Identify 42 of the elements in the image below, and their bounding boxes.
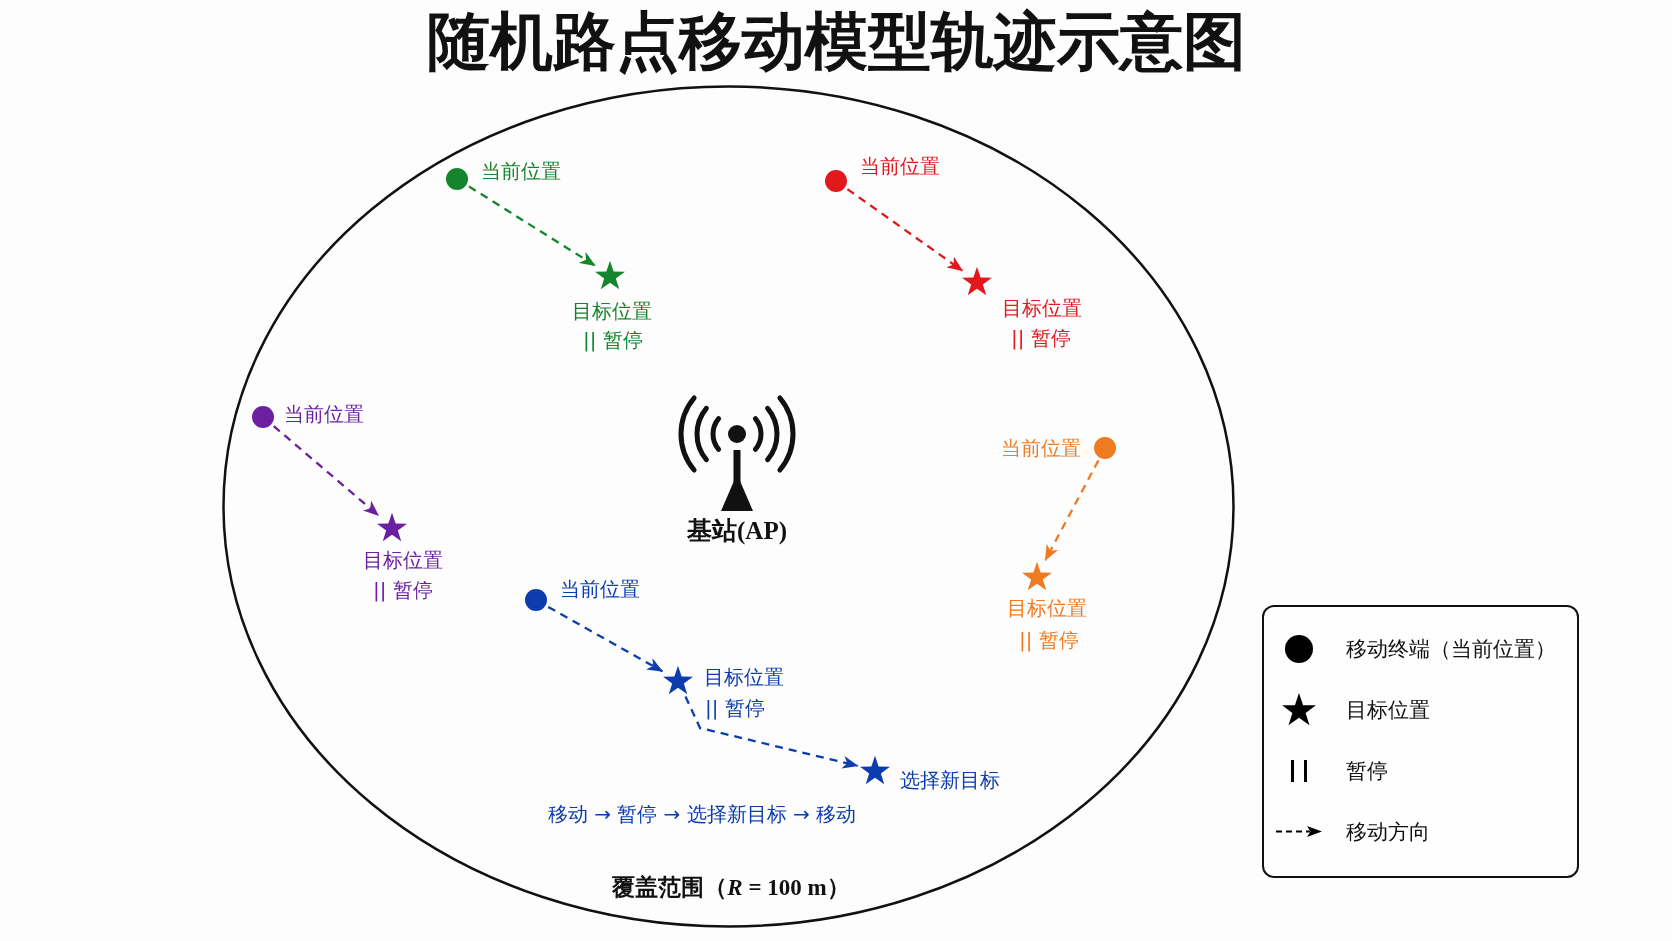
target-star (595, 260, 625, 290)
dashed-arrow (272, 425, 380, 517)
target-star (663, 665, 693, 695)
position-label: 当前位置 (284, 402, 364, 426)
pause-label: || 暂停 (1019, 628, 1079, 652)
position-label: 当前位置 (860, 154, 940, 178)
diagram-title: 随机路点移动模型轨迹示意图 (426, 6, 1246, 78)
target-star (1022, 561, 1052, 591)
dashed-arrow (468, 185, 596, 267)
target-label: 目标位置 (1002, 296, 1082, 320)
coverage-ellipse (222, 85, 1235, 928)
legend-label: 移动方向 (1346, 818, 1430, 845)
position-dot (1094, 437, 1116, 459)
legend-label: 移动终端（当前位置） (1346, 635, 1556, 662)
position-dot (252, 406, 274, 428)
position-label: 当前位置 (481, 159, 561, 183)
legend-label: 目标位置 (1346, 696, 1430, 723)
pause-label: || 暂停 (373, 578, 433, 602)
pause-label: || 暂停 (583, 328, 643, 352)
position-label: 当前位置 (560, 577, 640, 601)
position-dot (446, 168, 468, 190)
dashed-arrow (547, 605, 664, 673)
target-label: 目标位置 (1007, 596, 1087, 620)
target-star (377, 512, 407, 542)
coverage-caption: 覆盖范围（R = 100 m） (612, 874, 850, 902)
position-label: 当前位置 (1001, 436, 1081, 460)
base-station-label: 基站(AP) (687, 516, 787, 546)
legend-label: 暂停 (1346, 757, 1388, 784)
target-label: 目标位置 (704, 665, 784, 689)
pause-label: || 暂停 (705, 696, 765, 720)
pause-label: || 暂停 (1011, 326, 1071, 350)
dashed-arrow (1044, 459, 1100, 561)
target-label: 目标位置 (572, 299, 652, 323)
cycle-note: 移动 → 暂停 → 选择新目标 → 移动 (547, 802, 857, 826)
dashed-arrow (846, 188, 964, 272)
position-dot (825, 170, 847, 192)
dashed-arrow (684, 695, 859, 769)
target-star (860, 755, 890, 785)
new-target-label: 选择新目标 (900, 768, 1000, 792)
target-label: 目标位置 (363, 548, 443, 572)
position-dot (525, 589, 547, 611)
target-star (962, 266, 992, 296)
